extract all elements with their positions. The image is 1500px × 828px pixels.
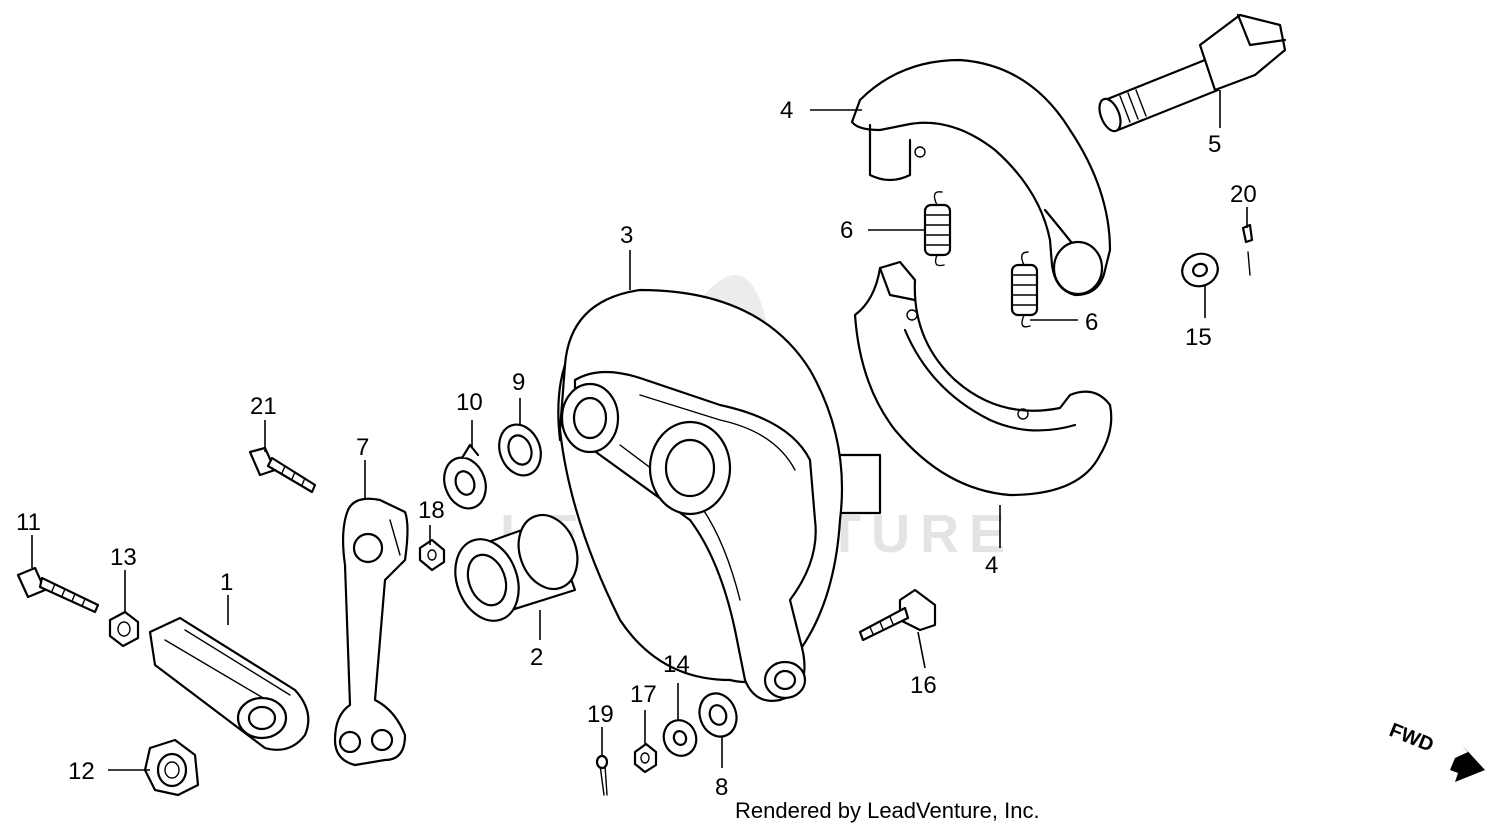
callout-labels: 4 5 6 6 3 4 20 15 16 2 7 18 10 9 21 1 11… [16, 97, 1257, 801]
lock-washer [443, 443, 487, 510]
brake-panel [557, 288, 882, 702]
callout-16: 16 [910, 672, 937, 699]
callout-5: 5 [1208, 131, 1221, 158]
callout-13: 13 [110, 544, 137, 571]
nut-17 [633, 742, 658, 774]
callout-1: 1 [220, 569, 233, 596]
bolt-16 [858, 588, 937, 642]
callout-17: 17 [630, 681, 657, 708]
bolt-21 [248, 446, 317, 494]
washer-15 [1181, 252, 1219, 288]
axle-nut [143, 738, 200, 797]
washer-14 [662, 719, 698, 757]
nut-18 [418, 538, 446, 572]
callout-14: 14 [663, 651, 690, 678]
leader-lines [31, 90, 1248, 771]
callout-3: 3 [620, 222, 633, 249]
collar [454, 513, 579, 622]
brake-cam-shaft [1098, 13, 1287, 133]
return-spring-lower [1010, 251, 1039, 328]
callout-20: 20 [1230, 181, 1257, 208]
callout-4-upper: 4 [780, 97, 793, 124]
return-spring-upper [923, 191, 952, 267]
nut-13 [108, 610, 140, 648]
brake-shoe-lower [853, 260, 1113, 497]
washer-8 [698, 692, 738, 738]
callout-6-upper: 6 [840, 217, 853, 244]
callout-21: 21 [250, 393, 277, 420]
callout-2: 2 [530, 644, 543, 671]
forward-arrow-icon [1450, 745, 1485, 782]
callout-15: 15 [1185, 324, 1212, 351]
callout-11: 11 [16, 509, 41, 536]
brake-shoe-upper [850, 58, 1112, 297]
brake-arm [333, 497, 409, 767]
callout-7: 7 [356, 434, 369, 461]
callout-4-lower: 4 [985, 552, 998, 579]
forward-indicator: FWD [1386, 719, 1485, 782]
callout-8: 8 [715, 774, 728, 801]
forward-label: FWD [1386, 719, 1436, 756]
callout-9: 9 [512, 369, 525, 396]
callout-18: 18 [418, 497, 445, 524]
callout-6-lower: 6 [1085, 309, 1098, 336]
callout-12: 12 [68, 758, 95, 785]
callout-10: 10 [456, 389, 483, 416]
bolt-11 [16, 566, 100, 614]
pin-20 [1241, 223, 1254, 276]
adjusting-plate [148, 616, 310, 751]
footer-credit: Rendered by LeadVenture, Inc. [735, 798, 1040, 823]
washer-9 [498, 423, 542, 477]
cotter-pin [595, 754, 609, 796]
callout-19: 19 [587, 701, 614, 728]
